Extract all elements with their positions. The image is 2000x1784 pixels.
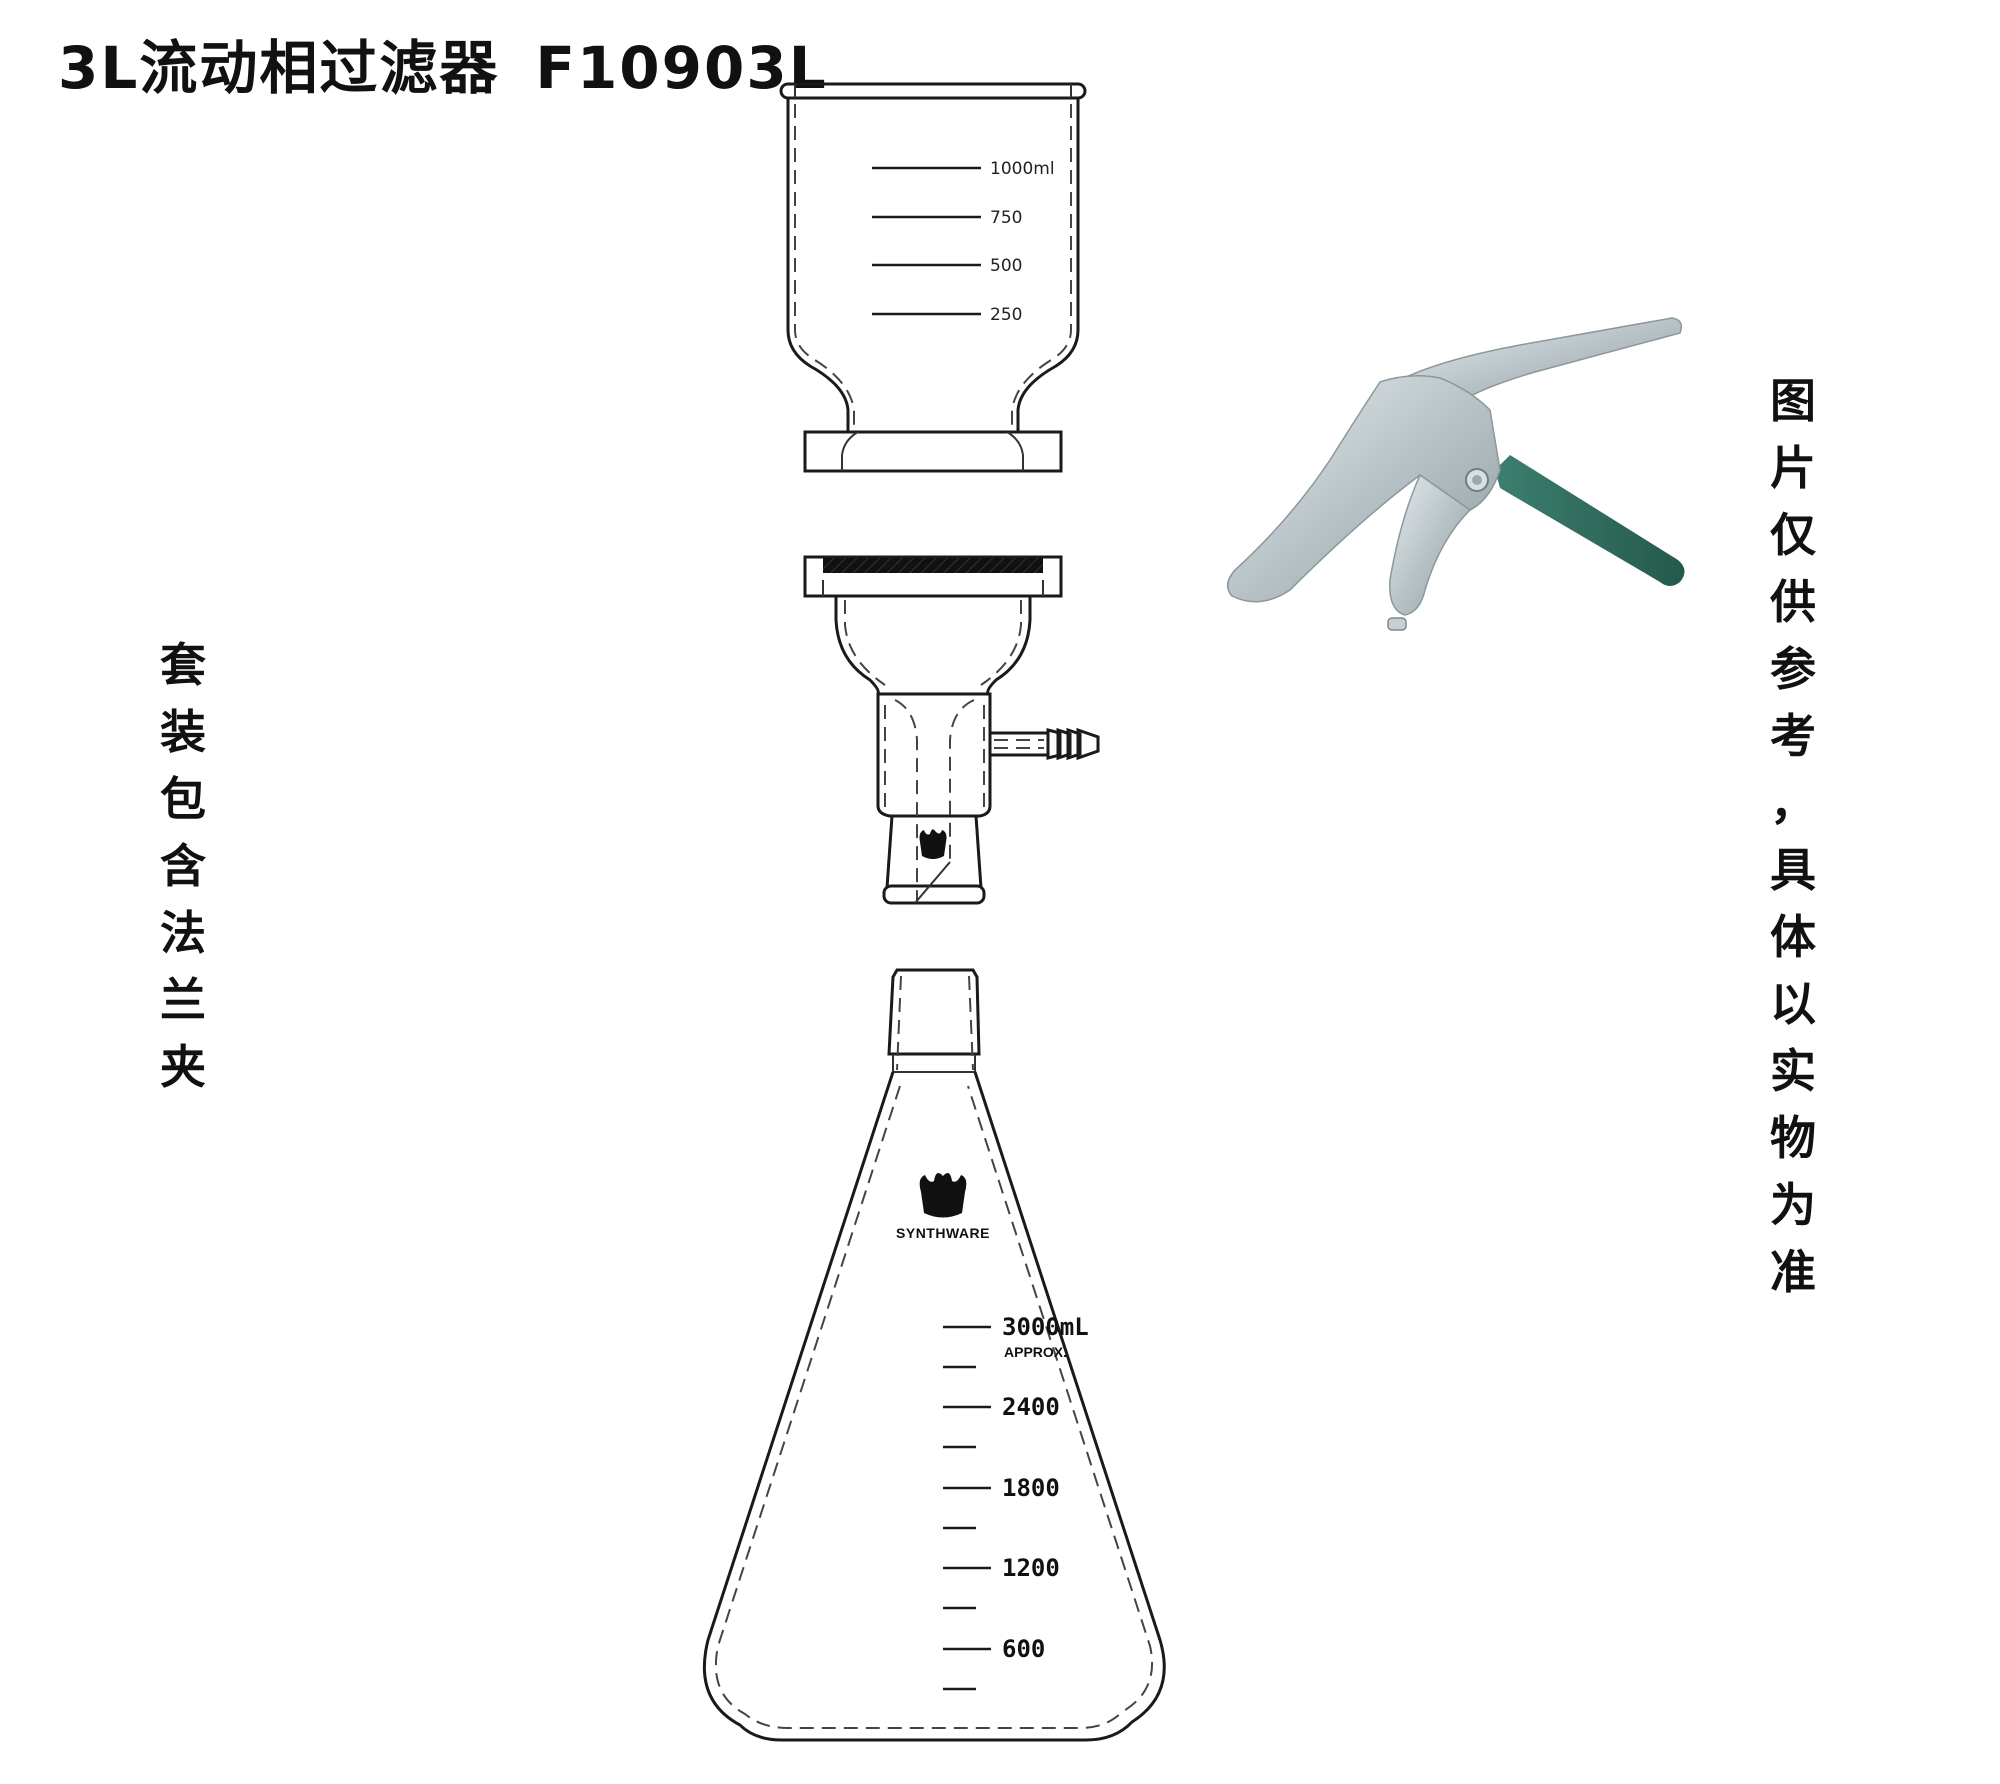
grad-label: 250 [990, 305, 1022, 325]
grad-label: 500 [990, 256, 1022, 276]
note-char: 含 [160, 839, 206, 893]
note-char: 法 [160, 906, 206, 960]
note-char: ， [1770, 776, 1816, 830]
grad-label: 750 [990, 208, 1022, 228]
note-char: 以 [1770, 977, 1816, 1031]
note-char: 套 [160, 638, 206, 692]
brand-label: SYNTHWARE [896, 1225, 990, 1241]
grad-label: 2400 [1002, 1393, 1060, 1421]
reservoir-graduations: 1000ml 750 500 250 [872, 159, 1055, 325]
note-char: 物 [1770, 1111, 1816, 1165]
filter-flask: SYNTHWARE 3000mL APPROX. 2400 1800 1200 … [702, 968, 1166, 1742]
note-char: 实 [1770, 1044, 1816, 1098]
includes-clamp-note: 套 装 包 含 法 兰 夹 [160, 632, 206, 1101]
note-char: 包 [160, 772, 206, 826]
note-char: 参 [1770, 642, 1816, 696]
grad-label: 3000mL [1002, 1313, 1089, 1341]
note-char: 装 [160, 705, 206, 759]
filter-holder [803, 555, 1100, 905]
reservoir-funnel: 1000ml 750 500 250 [779, 82, 1087, 473]
note-char: 具 [1770, 843, 1816, 897]
note-char: 夹 [160, 1040, 206, 1094]
reference-only-disclaimer: 图 片 仅 供 参 考 ， 具 体 以 实 物 为 准 [1770, 368, 1816, 1306]
product-code: F10903L [535, 34, 828, 102]
note-char: 供 [1770, 575, 1816, 629]
note-char: 准 [1770, 1245, 1816, 1299]
filter-membrane [823, 558, 1043, 573]
note-char: 图 [1770, 374, 1816, 428]
note-char: 片 [1770, 441, 1816, 495]
note-char: 体 [1770, 910, 1816, 964]
flange-clamp-image [1226, 317, 1685, 631]
note-char: 为 [1770, 1178, 1816, 1232]
clamp-handle [1495, 455, 1685, 586]
product-name: 3L流动相过滤器 [58, 34, 500, 102]
note-char: 仅 [1770, 508, 1816, 562]
grad-label: 1000ml [990, 159, 1055, 179]
note-char: 考 [1770, 709, 1816, 763]
grad-label: 1800 [1002, 1474, 1060, 1502]
synthware-logo-icon [919, 829, 947, 859]
flask-graduations: 3000mL APPROX. 2400 1800 1200 600 [943, 1313, 1089, 1691]
page-title: 3L流动相过滤器 F10903L [58, 28, 828, 108]
grad-label: 600 [1002, 1635, 1045, 1663]
synthware-logo-icon: SYNTHWARE [896, 1172, 990, 1241]
grad-label: 1200 [1002, 1554, 1060, 1582]
approx-label: APPROX. [1004, 1344, 1067, 1360]
note-char: 兰 [160, 973, 206, 1027]
